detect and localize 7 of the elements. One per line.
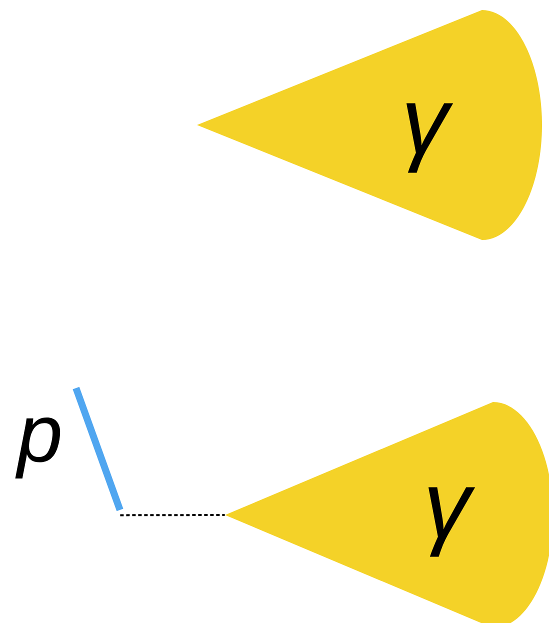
dashed-line [120,514,225,516]
cone-label: γ [428,487,476,557]
cone-shape [197,10,542,240]
bar-label: p [15,418,60,478]
bar-line [72,386,124,512]
cone-shape [225,402,549,623]
cone-label: γ [406,103,454,173]
